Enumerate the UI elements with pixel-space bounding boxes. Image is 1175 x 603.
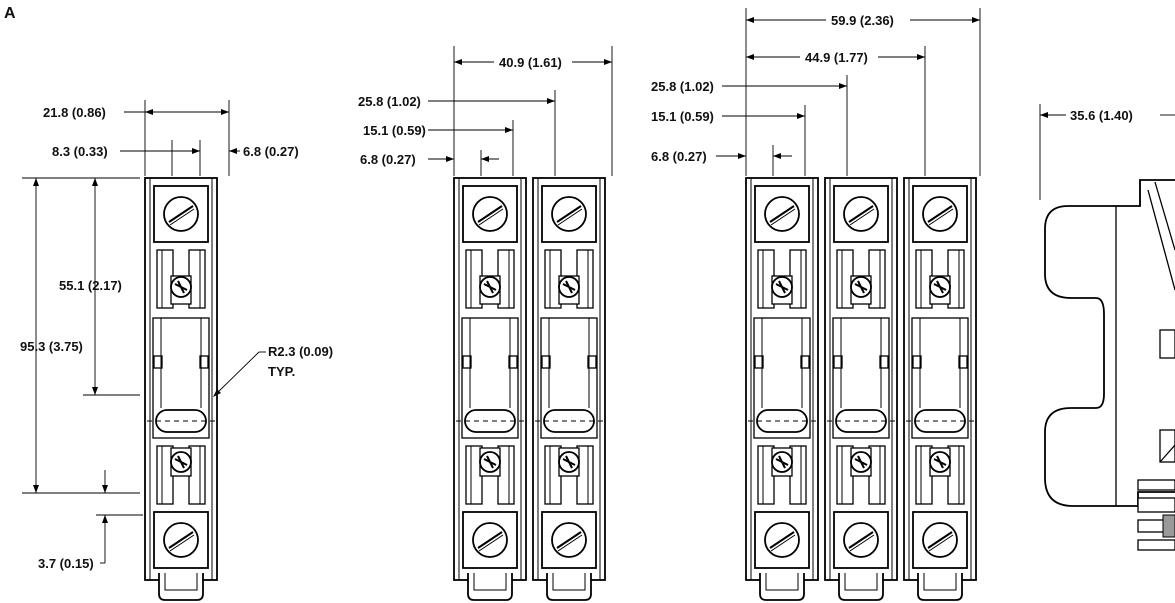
radius-label: R2.3 (0.09) [268, 344, 333, 359]
three-edge-offset-label: 6.8 (0.27) [651, 149, 707, 164]
three-width-label: 59.9 (2.36) [831, 13, 894, 28]
figure-label: A [4, 5, 16, 22]
single-pole-view: 21.8 (0.86) 8.3 (0.33) 6.8 (0.27) 55.1 (… [20, 100, 333, 601]
side-view: 35.6 (1.40) [1039, 104, 1175, 551]
two-edge-offset-label: 6.8 (0.27) [360, 152, 416, 167]
single-bottom-offset-label: 3.7 (0.15) [38, 556, 94, 571]
two-clip-offset-label: 15.1 (0.59) [363, 123, 426, 138]
radius-note-label: TYP. [268, 364, 295, 379]
single-edge-offset-label: 6.8 (0.27) [243, 144, 299, 159]
two-width-label: 40.9 (1.61) [499, 55, 562, 70]
single-upper-height-label: 55.1 (2.17) [59, 278, 122, 293]
three-second-pitch-label: 44.9 (1.77) [805, 50, 868, 65]
single-overall-height-label: 95.3 (3.75) [20, 339, 83, 354]
three-clip-offset-label: 15.1 (0.59) [651, 109, 714, 124]
side-depth-label: 35.6 (1.40) [1070, 108, 1133, 123]
two-pitch-label: 25.8 (1.02) [358, 94, 421, 109]
three-pitch-label: 25.8 (1.02) [651, 79, 714, 94]
two-pole-view: 40.9 (1.61) 25.8 (1.02) 15.1 (0.59) 6.8 … [358, 46, 613, 601]
single-width-label: 21.8 (0.86) [43, 105, 106, 120]
three-pole-view: 59.9 (2.36) 44.9 (1.77) 25.8 (1.02) 15.1… [651, 8, 981, 601]
single-clip-offset-label: 8.3 (0.33) [52, 144, 108, 159]
